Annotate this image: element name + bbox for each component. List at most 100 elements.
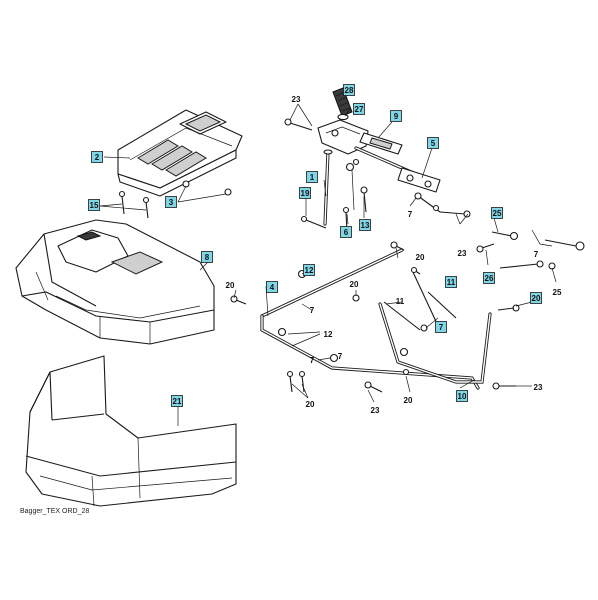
callout-number: 23 [292,95,301,104]
callout-label: 23 [534,383,543,392]
callout-label: 23 [458,249,467,258]
callout-number: 3 [169,198,174,207]
callout-box-frame [88,199,100,211]
callout-label: 7 [534,250,539,259]
callout-label: 20 [350,280,359,289]
callout-box: 8 [201,251,213,263]
callout-box: 1 [306,171,318,183]
callout-label: 23 [292,95,301,104]
callout-number: 10 [458,392,467,401]
callout-box-frame [445,276,457,288]
callout-box: 9 [390,110,402,122]
callout-box-frame [435,321,447,333]
callout-box-frame [359,219,371,231]
callout-number: 11 [396,297,405,306]
callout-box: 12 [303,264,315,276]
callout-number: 11 [447,278,456,287]
callout-number: 12 [324,330,333,339]
callout-box-frame [530,292,542,304]
callout-label: 23 [371,406,380,415]
callout-number: 5 [431,139,436,148]
callout-box-frame [491,207,503,219]
body-shell [15,219,215,345]
callout-box: 7 [435,321,447,333]
callout-box-frame [456,390,468,402]
callout-box: 28 [343,84,355,96]
callout-number: 19 [301,189,310,198]
top-lid [117,109,243,219]
callout-number: 25 [553,288,562,297]
callout-box-frame [306,171,318,183]
callout-number: 7 [338,352,343,361]
callout-box-frame [343,84,355,96]
callout-box-frame [201,251,213,263]
callout-label: 12 [324,330,333,339]
callout-box-frame [427,137,439,149]
callout-number: 20 [306,400,315,409]
callout-box: 15 [88,199,100,211]
latch-plate [317,119,369,155]
lever-bracket [397,167,441,193]
callout-label: 7 [408,210,413,219]
callout-number: 9 [394,112,399,121]
callout-number: 21 [173,397,182,406]
callout-number: 28 [345,86,354,95]
grip-handle [332,87,353,117]
callout-label: 20 [416,253,425,262]
callout-box: 25 [491,207,503,219]
callout-number: 27 [355,105,364,114]
callout-label: 20 [226,281,235,290]
callout-number: 4 [270,283,275,292]
callout-box: 11 [445,276,457,288]
callout-number: 25 [493,209,502,218]
callout-number: 20 [416,253,425,262]
callout-number: 20 [532,294,541,303]
callout-number: 20 [226,281,235,290]
callout-number: 2 [95,153,100,162]
collector-box [25,355,237,507]
callout-number: 26 [485,274,494,283]
callout-number: 8 [205,253,210,262]
callout-label: 20 [404,396,413,405]
callout-box-frame [353,103,365,115]
callout-box: 20 [530,292,542,304]
latch-assembly [284,87,471,233]
callout-box: 21 [171,395,183,407]
callout-number: 13 [361,221,370,230]
callout-box-frame [266,281,278,293]
callout-box-frame [171,395,183,407]
callout-number: 7 [534,250,539,259]
callout-box: 2 [91,151,103,163]
callout-number: 20 [404,396,413,405]
cable-tie-set [476,231,585,270]
callout-box-frame [91,151,103,163]
callout-number: 1 [310,173,315,182]
callout-number: 7 [439,323,444,332]
callout-number: 15 [90,201,99,210]
callout-number: 7 [408,210,413,219]
callout-label: 20 [306,400,315,409]
callout-box-frame [483,272,495,284]
callout-box-frame [165,196,177,208]
callout-box: 4 [266,281,278,293]
callout-number: 12 [305,266,314,275]
callout-number: 20 [350,280,359,289]
callout-number: 7 [310,306,315,315]
callout-number: 7 [310,356,315,365]
callout-box: 10 [456,390,468,402]
callout-label: 25 [553,288,562,297]
callout-box: 5 [427,137,439,149]
callout-number: 23 [371,406,380,415]
callout-box-frame [340,226,352,238]
callout-label: 7 [310,356,315,365]
callout-box: 27 [353,103,365,115]
callout-number: 23 [534,383,543,392]
callout-box-frame [303,264,315,276]
callout-box-frame [390,110,402,122]
callout-box-frame [299,187,311,199]
hanger-frame [230,241,520,393]
callout-label: 7 [310,306,315,315]
drawing-code: Bagger_TEX ORD_28 [20,508,89,515]
